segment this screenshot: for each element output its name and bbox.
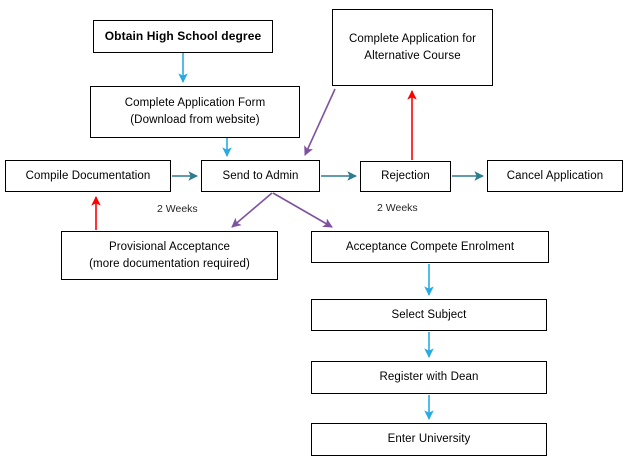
node-label: Rejection <box>381 170 430 183</box>
node-obtain-high-school-degree[interactable]: Obtain High School degree <box>93 20 273 53</box>
node-acceptance-compete-enrolment[interactable]: Acceptance Compete Enrolment <box>311 231 549 263</box>
node-send-to-admin[interactable]: Send to Admin <box>201 160 320 192</box>
edge-alternative-course-to-send-admin <box>304 88 336 156</box>
node-label: (more documentation required) <box>89 257 250 270</box>
node-register-with-dean[interactable]: Register with Dean <box>311 361 547 394</box>
node-label: Complete Application for <box>348 32 477 45</box>
node-label: Enter University <box>387 433 471 446</box>
node-select-subject[interactable]: Select Subject <box>311 299 547 331</box>
edge-send-admin-to-provisional <box>231 192 273 228</box>
node-label: Register with Dean <box>379 371 479 384</box>
node-label: Provisional Acceptance <box>108 240 231 253</box>
edge-label-label-2-weeks-left: 2 Weeks <box>157 203 198 215</box>
node-label: Send to Admin <box>222 169 299 182</box>
node-label: Select Subject <box>391 308 467 321</box>
node-compile-documentation[interactable]: Compile Documentation <box>5 160 171 192</box>
node-cancel-application[interactable]: Cancel Application <box>487 160 623 192</box>
node-rejection[interactable]: Rejection <box>360 161 451 192</box>
node-label: Complete Application Form <box>124 97 266 110</box>
node-label: Cancel Application <box>506 169 604 182</box>
node-provisional-acceptance[interactable]: Provisional Acceptance (more documentatio… <box>61 231 278 280</box>
node-label: (Download from website) <box>130 114 260 126</box>
edge-send-admin-to-acceptance <box>272 192 333 228</box>
node-complete-application-form[interactable]: Complete Application Form (Download from … <box>90 86 300 138</box>
node-label: Compile Documentation <box>25 169 151 182</box>
node-enter-university[interactable]: Enter University <box>311 423 547 456</box>
edge-label-label-2-weeks-right: 2 Weeks <box>377 202 418 214</box>
node-label: Obtain High School degree <box>104 28 262 43</box>
node-label: Alternative Course <box>364 49 461 62</box>
node-label: Acceptance Compete Enrolment <box>345 240 515 253</box>
